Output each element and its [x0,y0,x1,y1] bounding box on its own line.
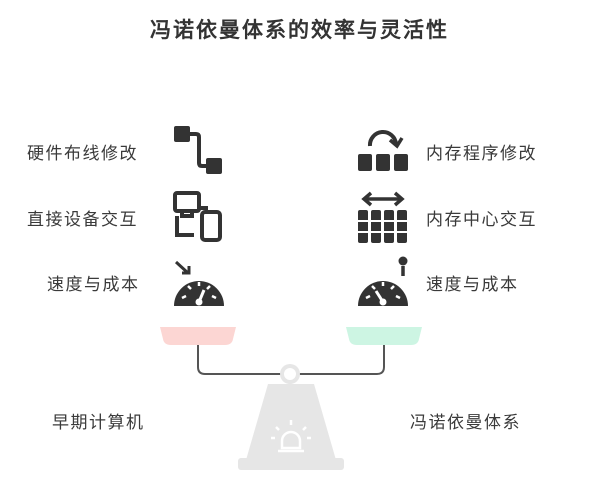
right-item-label-3: 速度与成本 [426,275,519,295]
left-scale-pan [160,327,236,345]
left-gauge-icon [174,260,224,306]
page-title: 冯诺依曼体系的效率与灵活性 [150,17,449,42]
scale-pivot [284,368,296,380]
left-item-label-1: 硬件布线修改 [27,144,138,164]
memory-rotate-icon [358,130,408,171]
left-item-label-2: 直接设备交互 [27,210,138,230]
left-category-label: 早期计算机 [52,413,145,433]
left-item-label-3: 速度与成本 [47,275,140,295]
right-gauge-icon [358,256,408,306]
scale-base [238,458,344,470]
right-item-label-2: 内存中心交互 [426,210,537,230]
right-item-label-1: 内存程序修改 [426,144,537,164]
wiring-icon [174,126,222,174]
devices-icon [173,191,222,242]
right-category-label: 冯诺依曼体系 [410,413,521,433]
memory-bank-icon [358,191,408,243]
lightbulb-icon [271,420,311,453]
right-scale-pan [346,327,422,345]
